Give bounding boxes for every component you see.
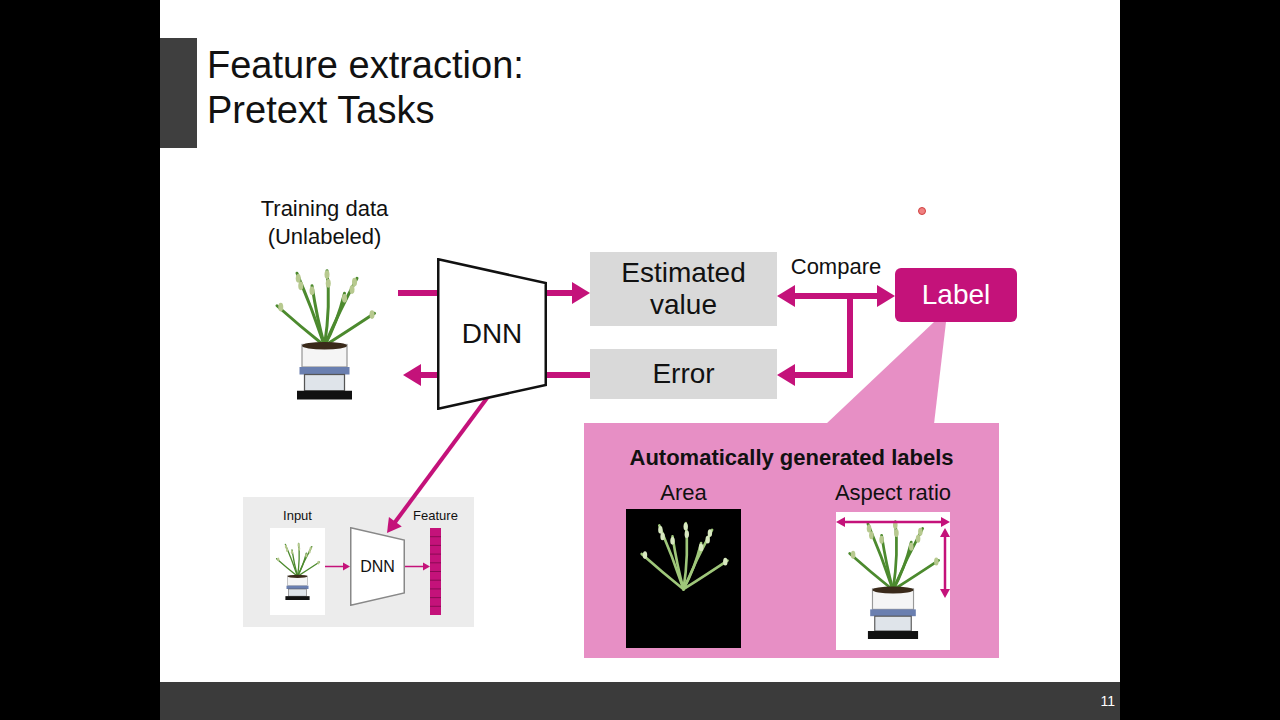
- aspect-arrows: [836, 517, 950, 598]
- connector: [777, 285, 895, 307]
- connector: [398, 293, 437, 294]
- cursor-dot: [919, 208, 926, 215]
- node-vec: Feature: [430, 528, 441, 615]
- node-area: Area: [626, 509, 741, 648]
- connector: [777, 296, 875, 386]
- feature-vector: [430, 528, 441, 615]
- page-number: 11: [1085, 693, 1115, 709]
- node-photo: Training data (Unlabeled): [262, 262, 387, 410]
- node-panel: Automatically generated labelsAreaAspect…: [584, 423, 999, 658]
- connector: [387, 394, 490, 533]
- node-text: Input: [283, 508, 312, 525]
- edge-label: Compare: [789, 254, 883, 279]
- node-box: Estimated value: [590, 252, 777, 326]
- arrowhead: [572, 282, 590, 304]
- plant: [642, 523, 728, 590]
- node-box: Error: [590, 349, 777, 399]
- plant: [850, 521, 939, 590]
- plant-image: [836, 512, 950, 650]
- node-text: DNN: [462, 318, 523, 350]
- arrowhead: [877, 285, 895, 307]
- pot: [297, 342, 352, 400]
- connector-line: [547, 290, 576, 296]
- pot: [285, 575, 309, 600]
- connector: [325, 563, 350, 571]
- connector-line: [325, 566, 344, 568]
- plant: [277, 270, 375, 346]
- connector-line: [394, 394, 490, 524]
- pot: [868, 587, 918, 639]
- arrowhead: [387, 517, 402, 533]
- plant-image: [626, 509, 741, 648]
- node-text: Area: [660, 479, 706, 508]
- node-text: Label: [922, 279, 991, 311]
- connector: [405, 563, 430, 571]
- title-accent: [160, 38, 197, 148]
- connector-line: [791, 296, 875, 375]
- arrowhead: [343, 563, 350, 571]
- slide-title: Feature extraction: Pretext Tasks: [207, 43, 627, 133]
- connector-line: [547, 372, 590, 378]
- arrowhead: [777, 285, 795, 307]
- slide: [160, 0, 1120, 682]
- connector: [547, 282, 590, 304]
- node-text: Automatically generated labels: [592, 445, 991, 471]
- plant-image: [270, 528, 325, 615]
- arrowhead: [777, 364, 795, 386]
- footer-bar: [160, 682, 1120, 720]
- node-trap: DNN: [350, 527, 405, 606]
- node-aspect: Aspect ratio: [836, 512, 950, 650]
- arrowhead: [423, 563, 430, 571]
- node-trap: DNN: [437, 258, 547, 410]
- node-text: Estimated value: [598, 257, 769, 321]
- arrowhead: [403, 364, 421, 386]
- node-photo: Input: [270, 528, 325, 615]
- plant: [277, 543, 320, 576]
- node-text: Aspect ratio: [835, 479, 951, 508]
- connector: [547, 375, 590, 376]
- node-text: DNN: [360, 558, 395, 576]
- connector-line: [405, 566, 424, 568]
- plant-image: [262, 262, 387, 410]
- node-box: Label: [895, 268, 1017, 322]
- inset-panel: [243, 497, 474, 627]
- node-text: Feature: [413, 508, 458, 525]
- connector-line: [398, 290, 437, 296]
- node-text: Error: [652, 358, 714, 390]
- connector: [403, 364, 437, 386]
- node-text: Training data (Unlabeled): [235, 195, 415, 252]
